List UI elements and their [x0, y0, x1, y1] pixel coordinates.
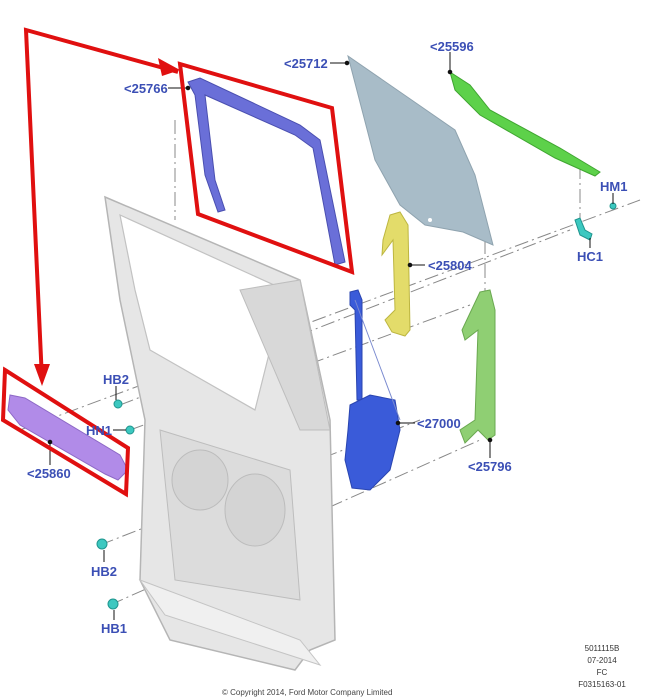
callout-25804: <25804 [428, 258, 472, 273]
fastener-hb2-upper [113, 399, 123, 409]
part-25796-rear-run [459, 289, 496, 444]
copyright-notice: © Copyright 2014, Ford Motor Company Lim… [222, 688, 393, 697]
part-25804-front-run [381, 211, 411, 337]
info-figure-id: F0315163-01 [578, 680, 626, 689]
arrowhead-to-25766 [158, 58, 180, 76]
fasteners [96, 202, 617, 610]
callout-hb1: HB1 [101, 621, 128, 636]
part-25712-window-glass [347, 54, 494, 246]
callout-27000: <27000 [417, 416, 461, 431]
door-inner-panel [104, 195, 336, 671]
highlight-box-25860 [0, 366, 131, 498]
part-25596-belt-weatherstrip [449, 70, 601, 177]
callout-25860: <25860 [27, 466, 71, 481]
callout-hn1: HN1 [86, 423, 113, 438]
info-drawing-number: 5011115B [584, 644, 620, 653]
leader-lines [47, 52, 614, 620]
callout-hc1: HC1 [577, 249, 604, 264]
fastener-hc1 [574, 217, 593, 241]
info-date: 07-2014 [587, 656, 617, 665]
drawing-info-block: 5011115B 07-2014 FC F0315163-01 [567, 643, 637, 691]
callout-25796: <25796 [468, 459, 512, 474]
fastener-hb1 [107, 598, 119, 610]
info-code: FC [596, 668, 608, 677]
arrowheads [34, 58, 180, 386]
fastener-hb2-lower [96, 538, 108, 550]
fastener-hn1 [125, 425, 135, 435]
part-25860-inner-belt-strip [7, 394, 129, 481]
arrow-line-top [23, 27, 179, 381]
callout-25766: <25766 [124, 81, 168, 96]
part-25766-window-run [187, 77, 346, 266]
callout-hb2-upper: HB2 [103, 372, 130, 387]
callout-25712: <25712 [284, 56, 328, 71]
highlight-annotations [0, 27, 355, 498]
arrowhead-to-25860 [34, 364, 50, 386]
highlight-box-25766 [177, 61, 355, 276]
part-27000-regulator [344, 289, 401, 491]
callout-25596: <25596 [430, 39, 474, 54]
callout-hm1: HM1 [600, 179, 628, 194]
callout-hb2-lower: HB2 [91, 564, 118, 579]
